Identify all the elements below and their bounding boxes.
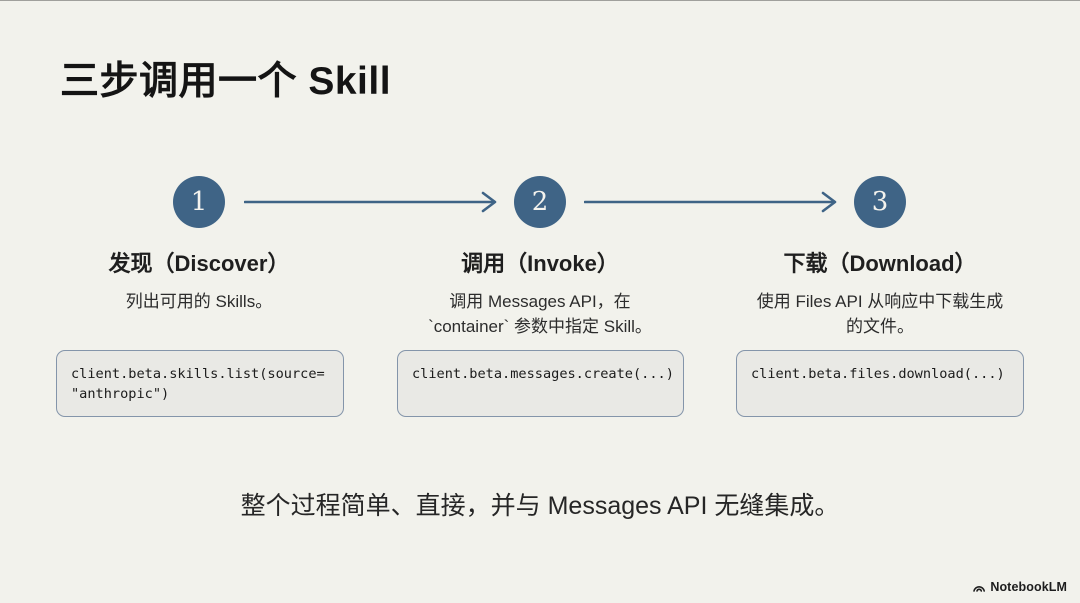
step-2-code-snippet: client.beta.messages.create(...) xyxy=(397,350,684,417)
step-2-circle: 2 xyxy=(514,176,566,228)
step-3-circle: 3 xyxy=(854,176,906,228)
step-1-code-snippet: client.beta.skills.list(source= "anthrop… xyxy=(56,350,344,417)
step-2-number: 2 xyxy=(531,187,549,217)
step-3-column: 下载（Download） 使用 Files API 从响应中下载生成 的文件。 xyxy=(715,246,1045,339)
top-edge-line xyxy=(0,0,1080,1)
notebooklm-watermark: NotebookLM xyxy=(972,580,1067,594)
step-2-heading: 调用（Invoke） xyxy=(461,251,619,276)
step-1-column: 发现（Discover） 列出可用的 Skills。 xyxy=(34,246,364,315)
step-1-description: 列出可用的 Skills。 xyxy=(125,292,273,311)
notebooklm-logo-icon xyxy=(972,581,986,594)
step-1-number: 1 xyxy=(190,187,208,217)
watermark-label: NotebookLM xyxy=(990,580,1067,594)
step-1-heading: 发现（Discover） xyxy=(108,251,290,276)
step-2-description: 调用 Messages API，在 `container` 参数中指定 Skil… xyxy=(428,292,652,336)
step-3-number: 3 xyxy=(871,187,889,217)
arrow-step2-to-step3-icon xyxy=(584,191,837,213)
step-3-description: 使用 Files API 从响应中下载生成 的文件。 xyxy=(756,292,1004,336)
step-1-circle: 1 xyxy=(173,176,225,228)
step-2-column: 调用（Invoke） 调用 Messages API，在 `container`… xyxy=(375,246,705,339)
slide-title: 三步调用一个 Skill xyxy=(60,60,392,103)
step-3-heading: 下载（Download） xyxy=(783,251,977,276)
summary-text: 整个过程简单、直接，并与 Messages API 无缝集成。 xyxy=(240,492,840,520)
arrow-step1-to-step2-icon xyxy=(244,191,497,213)
step-3-code-snippet: client.beta.files.download(...) xyxy=(736,350,1024,417)
